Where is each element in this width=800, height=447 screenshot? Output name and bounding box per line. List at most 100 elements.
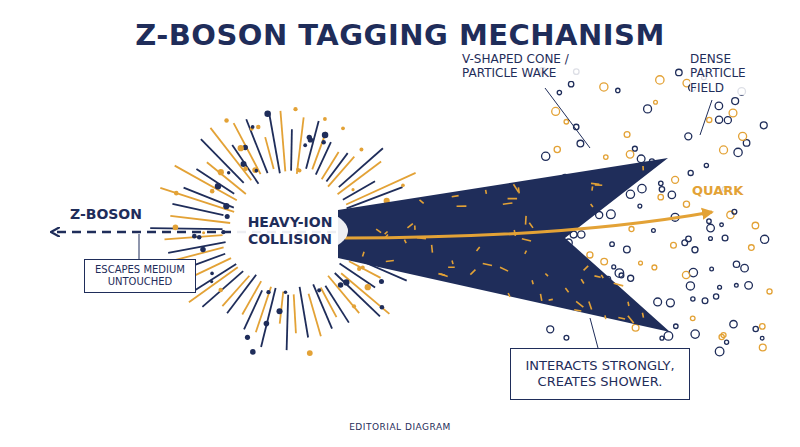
field-particle — [752, 222, 759, 229]
field-particle — [720, 223, 724, 227]
wake-fragment — [604, 315, 606, 319]
burst-dot — [307, 350, 313, 356]
burst-ray — [280, 111, 285, 172]
burst-dot — [284, 290, 288, 294]
wake-fragment — [591, 186, 593, 190]
field-particle — [607, 210, 616, 219]
field-particle — [707, 224, 715, 232]
field-particle — [637, 155, 645, 163]
field-particle — [638, 204, 642, 208]
field-particle — [587, 252, 593, 258]
field-particle — [639, 261, 643, 265]
burst-dot — [210, 189, 215, 194]
field-particle — [718, 285, 722, 289]
diagram-title: Z-BOSON TAGGING MECHANISM — [0, 18, 800, 52]
field-particle — [644, 105, 652, 113]
wake-fragment — [508, 198, 518, 200]
callout-box: INTERACTS STRONGLY, CREATES SHOWER. — [510, 348, 690, 400]
burst-dot — [379, 279, 384, 284]
field-particle — [741, 264, 749, 272]
field-particle — [554, 146, 560, 152]
burst-ray — [189, 267, 238, 302]
burst-dot — [210, 280, 213, 283]
burst-dot — [276, 308, 282, 314]
wake-fragment — [614, 283, 624, 286]
wake-fragment — [576, 301, 583, 307]
field-particle — [720, 146, 728, 154]
burst-dot — [238, 145, 244, 151]
wake-fragment — [448, 266, 455, 268]
wake-fragment — [584, 266, 589, 270]
burst-ray — [269, 113, 280, 174]
field-particle — [632, 146, 637, 151]
field-particle — [683, 201, 689, 207]
burst-ray — [193, 258, 231, 276]
wake-fragment — [518, 187, 520, 193]
burst-dot — [380, 305, 385, 310]
field-particle — [760, 122, 767, 129]
burst-ray — [343, 181, 375, 199]
burst-ray — [309, 294, 321, 336]
burst-ray — [210, 128, 251, 180]
field-particle — [564, 119, 569, 124]
burst-ray — [150, 227, 222, 230]
wake-fragment — [529, 223, 533, 228]
field-particle — [686, 282, 694, 290]
field-particle — [685, 133, 692, 140]
field-particle — [682, 271, 689, 278]
burst-ray — [170, 216, 230, 223]
wake-fragment — [414, 226, 416, 230]
field-particle — [568, 81, 573, 86]
field-particle — [719, 334, 724, 339]
field-particle — [615, 269, 624, 278]
leader-line — [700, 100, 712, 135]
burst-dot — [264, 321, 270, 327]
burst-dot — [224, 118, 228, 122]
field-particle — [767, 289, 772, 294]
burst-dot — [250, 349, 256, 355]
burst-dot — [297, 169, 301, 173]
wake-fragment — [540, 294, 541, 301]
field-particle — [760, 324, 766, 330]
burst-ray — [297, 117, 304, 174]
burst-dot — [225, 214, 230, 219]
burst-dot — [227, 171, 230, 174]
field-particle — [671, 242, 677, 248]
field-particle — [690, 316, 695, 321]
field-particle — [760, 336, 764, 340]
field-particle — [715, 102, 723, 110]
wake-fragment — [525, 251, 527, 254]
field-particle — [691, 330, 699, 338]
wake-fragment — [627, 302, 630, 306]
wake-fragment — [385, 232, 388, 235]
leader-line — [590, 318, 598, 348]
field-particle — [734, 283, 738, 287]
field-particle — [668, 191, 675, 198]
wake-fragment — [386, 260, 394, 263]
field-particle — [732, 98, 739, 105]
wake-fragment — [549, 299, 553, 301]
field-particle — [725, 340, 729, 344]
wake-fragment — [376, 229, 381, 233]
field-particle — [724, 117, 731, 124]
node-text: HEAVY-ION COLLISION — [237, 214, 343, 248]
wake-fragment — [532, 280, 533, 284]
wake-fragment — [500, 267, 508, 271]
annotation-label: Z-BOSON — [70, 206, 170, 223]
wake-fragment — [545, 274, 548, 277]
burst-dot — [303, 143, 307, 147]
burst-ray — [300, 287, 309, 338]
burst-dot — [197, 235, 202, 240]
wake-fragment — [451, 261, 454, 265]
diagram-caption: EDITORIAL DIAGRAM — [0, 422, 800, 432]
field-particle — [691, 297, 695, 301]
wake-fragment — [508, 293, 510, 297]
wake-fragment — [574, 310, 581, 311]
burst-dot — [351, 188, 354, 191]
burst-ray — [280, 291, 284, 323]
field-particle — [578, 231, 585, 238]
field-particle — [654, 298, 662, 306]
burst-dot — [174, 191, 179, 196]
burst-dot — [343, 279, 349, 285]
burst-ray — [294, 294, 296, 333]
